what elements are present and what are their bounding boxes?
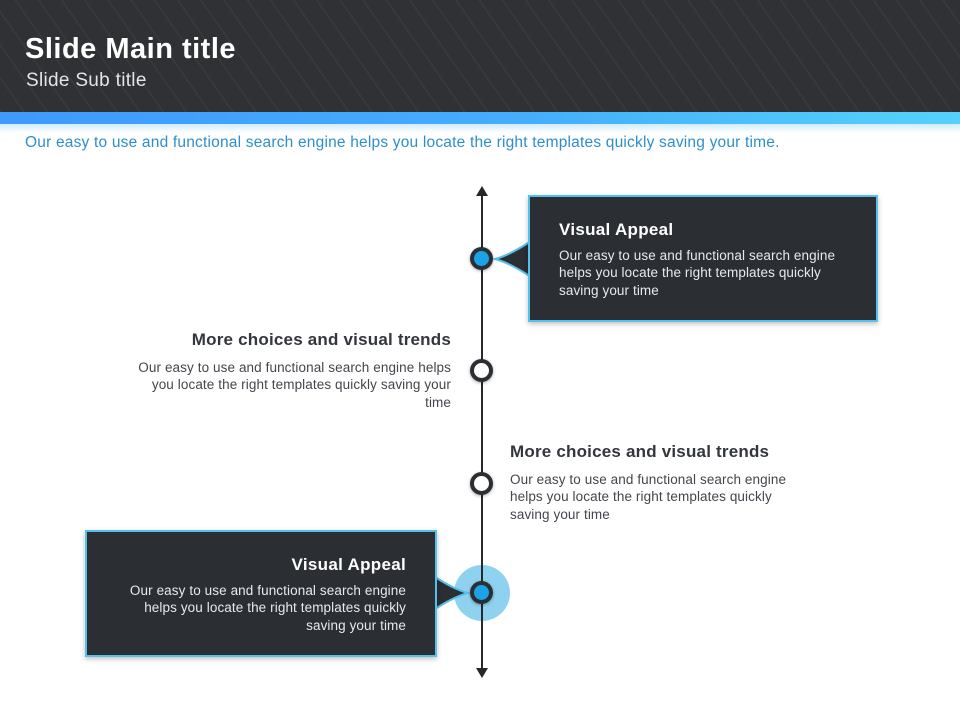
timeline-item-3: More choices and visual trends Our easy … xyxy=(510,442,810,523)
timeline-node-4 xyxy=(470,581,493,604)
timeline-item-2-body: Our easy to use and functional search en… xyxy=(138,360,451,410)
slide-header: Slide Main title Slide Sub title xyxy=(0,0,960,112)
arrow-down-icon xyxy=(476,668,488,678)
timeline-item-2-title: More choices and visual trends xyxy=(191,330,451,349)
timeline-item-4-title: Visual Appeal xyxy=(291,555,406,574)
timeline-item-1-body: Our easy to use and functional search en… xyxy=(559,248,836,298)
timeline-item-1-title: Visual Appeal xyxy=(559,220,674,239)
arrow-up-icon xyxy=(476,186,488,196)
timeline-item-4-body: Our easy to use and functional search en… xyxy=(129,583,406,633)
timeline-item-3-body: Our easy to use and functional search en… xyxy=(510,472,787,522)
timeline-node-1 xyxy=(470,247,493,270)
timeline-item-2: More choices and visual trends Our easy … xyxy=(135,330,451,411)
timeline-item-4: Visual Appeal Our easy to use and functi… xyxy=(85,530,437,657)
timeline-item-3-title: More choices and visual trends xyxy=(510,442,770,461)
callout-pointer-right-icon xyxy=(432,574,470,612)
slide-main-title: Slide Main title xyxy=(25,33,237,65)
timeline-item-1: Visual Appeal Our easy to use and functi… xyxy=(528,195,878,322)
slide-sub-title: Slide Sub title xyxy=(26,70,147,91)
timeline-line xyxy=(481,194,483,672)
slide-description: Our easy to use and functional search en… xyxy=(25,134,780,151)
callout-pointer-left-icon xyxy=(493,240,531,278)
timeline-node-3 xyxy=(470,472,493,495)
accent-bar-glow xyxy=(0,124,960,133)
accent-bar xyxy=(0,112,960,124)
timeline-node-2 xyxy=(470,359,493,382)
